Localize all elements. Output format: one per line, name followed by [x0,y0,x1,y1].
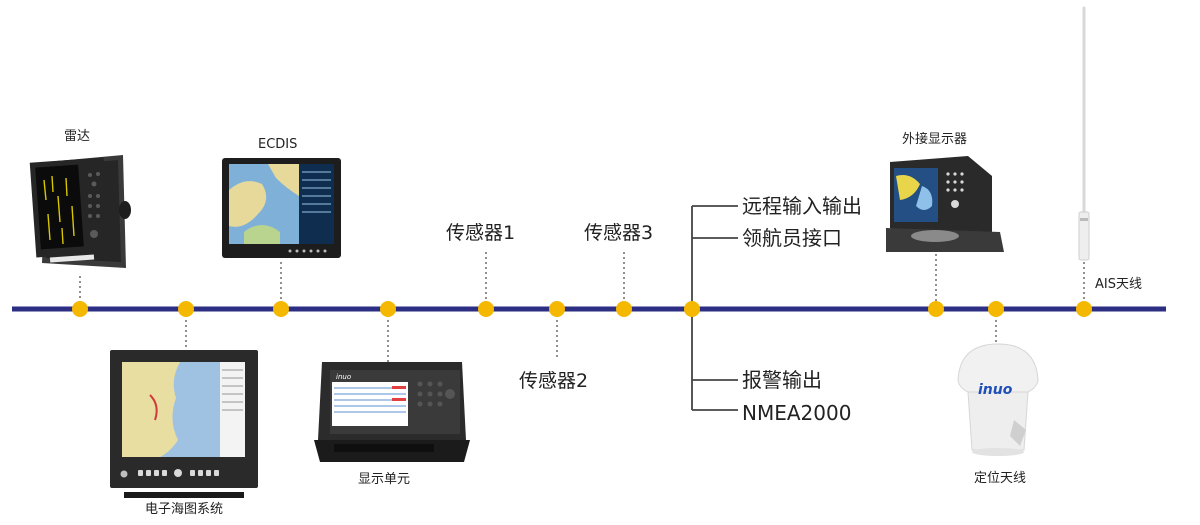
node-ecdis [273,301,289,317]
radar-label: 雷达 [64,129,91,144]
ecs-label: 电子海图系统 [145,502,224,517]
node-ais-antenna [1076,301,1092,317]
nav-officer-interface-label: 领航员接口 [742,226,842,250]
gps-antenna-label: 定位天线 [974,471,1027,486]
node-interface [684,301,700,317]
bus-nodes [72,301,1092,317]
display-unit-label: 显示单元 [358,472,411,487]
remote-io-label: 远程输入输出 [742,194,862,218]
sensor1-label: 传感器1 [446,222,516,244]
node-sensor2 [549,301,565,317]
node-external-display [928,301,944,317]
external-display-image [886,156,1004,252]
sensor3-label: 传感器3 [584,222,654,244]
gps-antenna-logo: inuo [978,382,1013,398]
node-gps-antenna [988,301,1004,317]
external-display-label: 外接显示器 [902,132,968,147]
ais-antenna-label: AIS天线 [1095,277,1142,292]
radar-device-image [29,155,131,268]
display-unit-image [314,362,470,462]
alarm-output-label: 报警输出 [742,368,822,392]
display-unit-logo: inuo [336,373,351,381]
node-display-unit [380,301,396,317]
node-radar [72,301,88,317]
device-connectors [79,252,1085,362]
node-ecs [178,301,194,317]
ecdis-label: ECDIS [258,137,298,152]
ecdis-monitor-image [222,158,341,258]
gps-antenna-image [957,343,1039,456]
node-sensor3 [616,301,632,317]
nmea2000-label: NMEA2000 [742,401,852,425]
ecs-monitor-image [110,350,258,498]
node-sensor1 [478,301,494,317]
sensor2-label: 传感器2 [519,370,589,392]
ais-antenna-image [1078,6,1090,261]
